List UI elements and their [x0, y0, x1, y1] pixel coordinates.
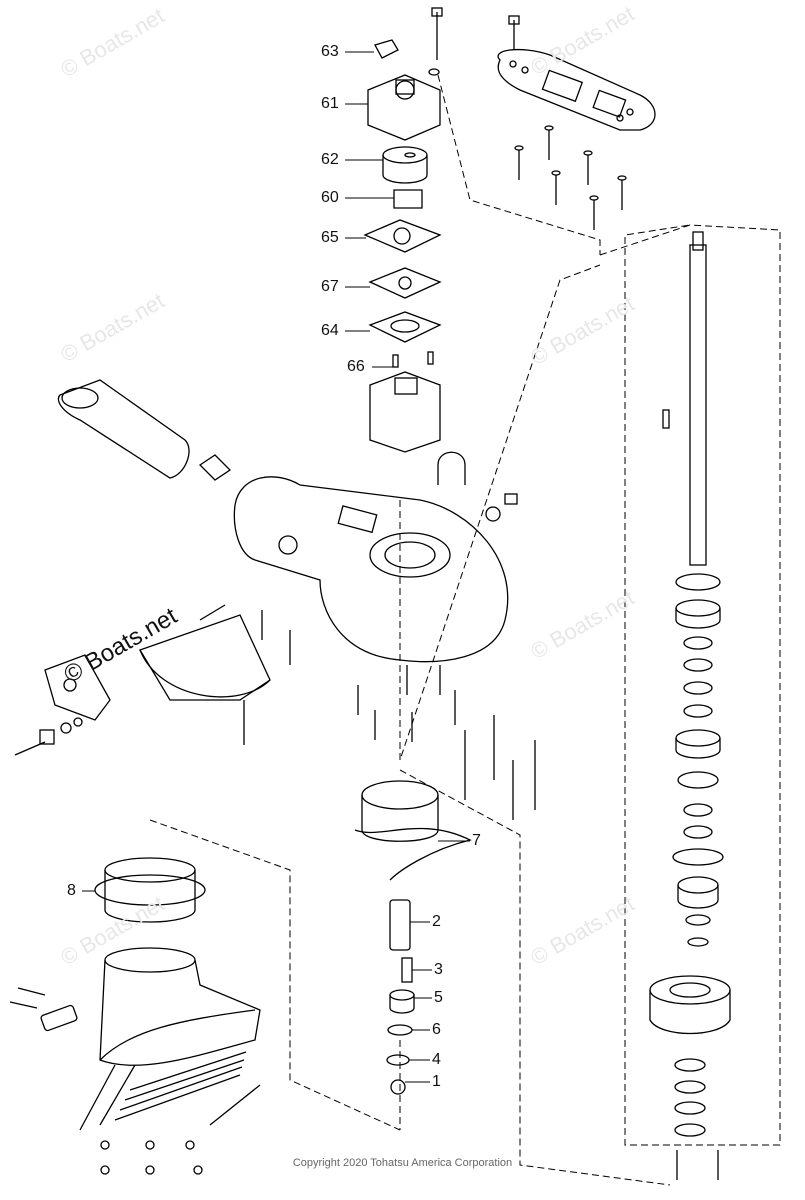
- copyright-text: Copyright 2020 Tohatsu America Corporati…: [292, 1157, 513, 1169]
- studs: [357, 665, 536, 820]
- small-parts: [386, 899, 415, 1095]
- callout-6: 6: [432, 1021, 441, 1038]
- jet-housing: [233, 476, 509, 663]
- dashed-guides: [149, 74, 781, 1186]
- callout-5: 5: [434, 989, 443, 1006]
- water-pump-stack: [363, 39, 442, 453]
- intake-tube: [57, 379, 190, 479]
- callout-61: 61: [321, 95, 339, 112]
- lower-bearing-housing: [649, 975, 731, 1180]
- callout-63: 63: [321, 43, 339, 60]
- drive-shaft: [662, 231, 707, 566]
- callout-8: 8: [67, 882, 76, 899]
- impeller: [354, 780, 472, 881]
- callout-65: 65: [321, 229, 339, 246]
- callout-1: 1: [432, 1073, 441, 1090]
- leader-lines: [82, 51, 470, 1083]
- u-bolt: [198, 454, 232, 481]
- callout-66: 66: [347, 358, 365, 375]
- callout-62: 62: [321, 151, 339, 168]
- top-bolts: [428, 7, 627, 230]
- callout-2: 2: [432, 913, 441, 930]
- shaft-stack: [672, 573, 724, 947]
- callout-67: 67: [321, 278, 339, 295]
- bracket-assembly: [14, 604, 291, 756]
- hose: [437, 451, 466, 485]
- callout-3: 3: [434, 961, 443, 978]
- callout-4: 4: [432, 1051, 441, 1068]
- nozzle-housing: [99, 947, 261, 1066]
- callout-64: 64: [321, 322, 339, 339]
- callout-60: 60: [321, 189, 339, 206]
- small-plate: [9, 987, 78, 1032]
- callout-7: 7: [472, 832, 481, 849]
- mounting-plate: [497, 48, 656, 131]
- pins: [79, 1051, 261, 1175]
- ring-part-8: [94, 857, 206, 923]
